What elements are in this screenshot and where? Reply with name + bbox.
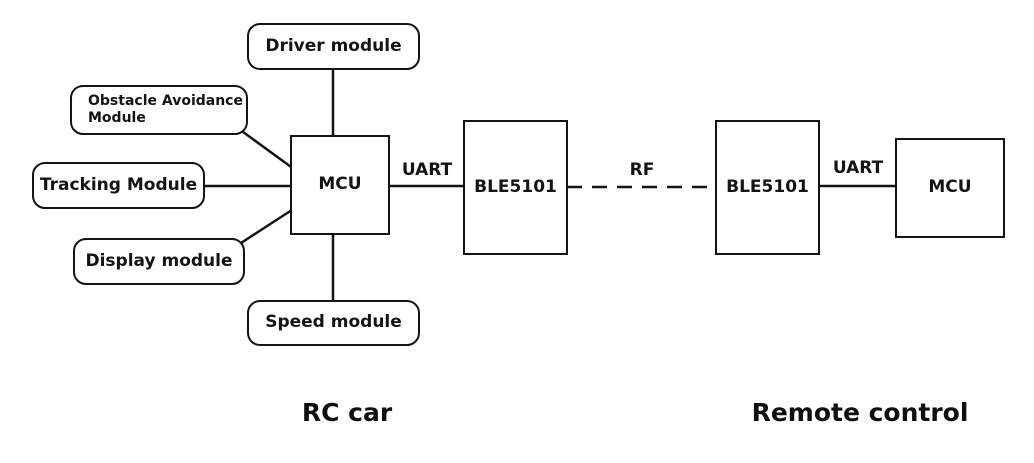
mcu-remote-label: MCU xyxy=(928,177,972,198)
edge-display-mcu xyxy=(240,204,299,245)
mcu-car-node: MCU xyxy=(290,135,390,235)
speed-module-node: Speed module xyxy=(247,300,420,346)
ble5101-remote-label: BLE5101 xyxy=(726,176,809,197)
obstacle-avoidance-node: Obstacle Avoidance Module xyxy=(70,85,248,135)
ble5101-remote-node: BLE5101 xyxy=(715,120,820,255)
mcu-car-label: MCU xyxy=(318,174,362,195)
obstacle-avoidance-label-line1: Obstacle Avoidance xyxy=(88,92,243,109)
ble5101-car-label: BLE5101 xyxy=(474,176,557,197)
speed-module-label: Speed module xyxy=(265,312,402,333)
driver-module-label: Driver module xyxy=(265,35,402,56)
mcu-remote-node: MCU xyxy=(895,138,1005,238)
rc-car-caption: RC car xyxy=(301,398,393,427)
obstacle-avoidance-label-line2: Module xyxy=(88,110,146,126)
remote-control-caption: Remote control xyxy=(751,398,969,427)
ble5101-car-node: BLE5101 xyxy=(463,120,568,255)
display-module-node: Display module xyxy=(73,238,245,285)
rf-edge-label: RF xyxy=(629,160,655,180)
tracking-module-label: Tracking Module xyxy=(39,174,198,195)
driver-module-node: Driver module xyxy=(247,23,420,70)
display-module-label: Display module xyxy=(85,250,233,271)
tracking-module-node: Tracking Module xyxy=(32,162,205,209)
edge-obstacle-mcu xyxy=(238,127,299,174)
uart-car-edge-label: UART xyxy=(401,160,453,180)
uart-remote-edge-label: UART xyxy=(832,158,884,178)
